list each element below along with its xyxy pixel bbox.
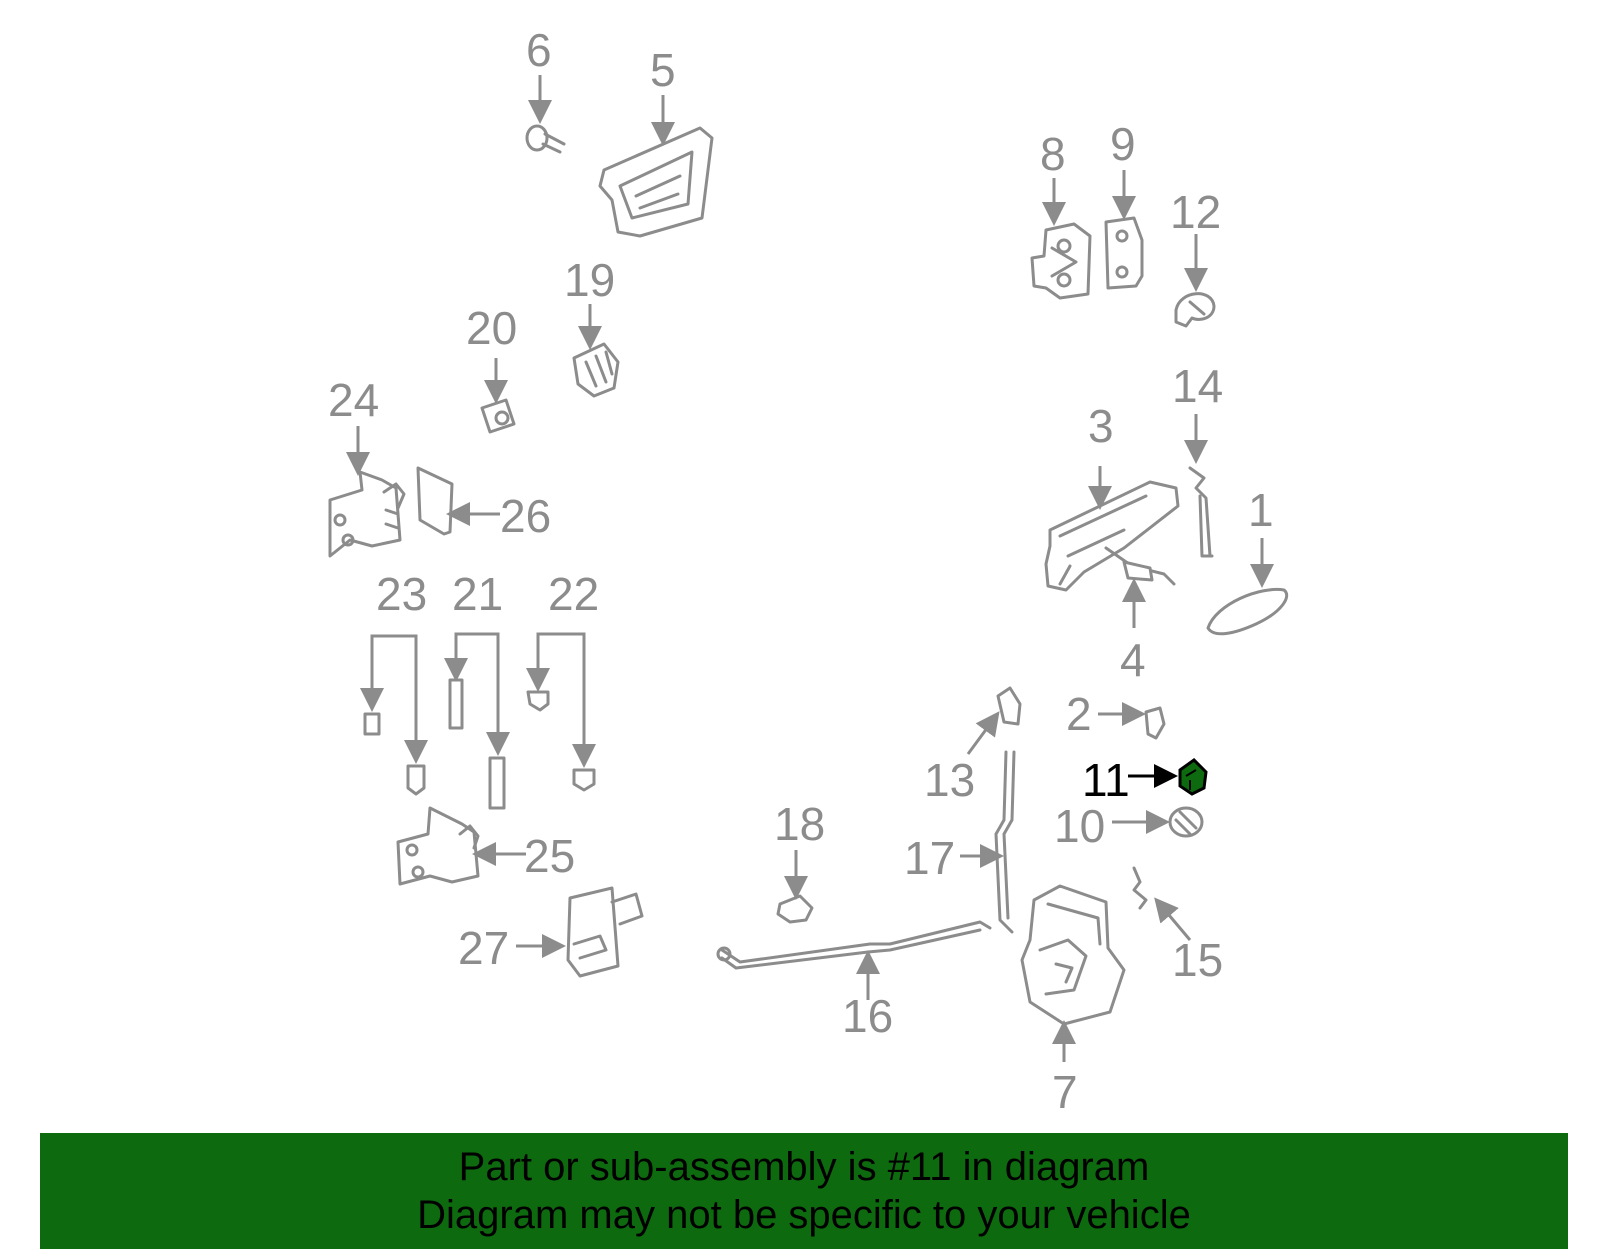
- callout-23: 23: [376, 568, 427, 620]
- part-23-pins: 23: [360, 568, 428, 796]
- part-14-rod: 14: [1172, 360, 1223, 558]
- part-11-highlighted-clip: 11: [1082, 754, 1208, 806]
- footer-disclaimer: Diagram may not be specific to your vehi…: [417, 1193, 1191, 1237]
- callout-6: 6: [526, 24, 552, 76]
- callout-3: 3: [1088, 400, 1114, 452]
- part-5-inside-handle: 5: [598, 44, 714, 238]
- callout-17: 17: [904, 832, 955, 884]
- callout-19: 19: [564, 254, 615, 306]
- callout-14: 14: [1172, 360, 1223, 412]
- callout-10: 10: [1054, 800, 1105, 852]
- part-20-clip: 20: [466, 302, 517, 434]
- callout-4: 4: [1120, 634, 1146, 686]
- callout-26: 26: [500, 490, 551, 542]
- callout-22: 22: [548, 568, 599, 620]
- callout-12: 12: [1170, 186, 1221, 238]
- callout-16: 16: [842, 990, 893, 1042]
- callout-27: 27: [458, 922, 509, 974]
- part-27-door-check: 27: [458, 886, 644, 978]
- callout-2: 2: [1066, 688, 1092, 740]
- callout-25: 25: [524, 830, 575, 882]
- part-15-spring: 15: [1132, 866, 1223, 986]
- part-21-pins: 21: [444, 568, 510, 810]
- part-2-screw: 2: [1066, 688, 1166, 740]
- footer-part-note: Part or sub-assembly is #11 in diagram: [458, 1145, 1150, 1189]
- part-9-shim: 9: [1104, 118, 1144, 290]
- part-24-upper-hinge: 24: [328, 374, 406, 558]
- part-3-outside-handle: 3: [1044, 400, 1180, 592]
- part-8-striker: 8: [1030, 128, 1092, 300]
- callout-24: 24: [328, 374, 379, 426]
- part-18-clip: 18: [774, 798, 825, 924]
- callout-5: 5: [650, 44, 676, 96]
- callout-13: 13: [924, 754, 975, 806]
- part-7-latch-assembly: 7: [1020, 884, 1126, 1118]
- footer-banner: Part or sub-assembly is #11 in diagram D…: [40, 1133, 1568, 1249]
- part-6-screw: 6: [525, 24, 566, 154]
- part-16-rod: 16: [716, 920, 992, 1042]
- callout-1: 1: [1248, 484, 1274, 536]
- part-4-rod-end: 4: [1120, 560, 1154, 686]
- part-13-clip: 13: [924, 686, 1022, 806]
- callout-7: 7: [1052, 1066, 1078, 1118]
- part-25-lower-hinge: 25: [396, 806, 575, 886]
- part-26-gasket: 26: [416, 466, 551, 542]
- part-17-rod: 17: [904, 750, 1016, 934]
- part-19-clip: 19: [564, 254, 620, 398]
- part-10-bumper: 10: [1054, 800, 1204, 852]
- callout-15: 15: [1172, 934, 1223, 986]
- part-22-clips: 22: [526, 568, 599, 792]
- callout-21: 21: [452, 568, 503, 620]
- callout-9: 9: [1110, 118, 1136, 170]
- callout-20: 20: [466, 302, 517, 354]
- part-1-pad: 1: [1206, 484, 1289, 636]
- callout-11: 11: [1082, 754, 1130, 806]
- callout-18: 18: [774, 798, 825, 850]
- callout-8: 8: [1040, 128, 1066, 180]
- part-12-bumper: 12: [1170, 186, 1221, 328]
